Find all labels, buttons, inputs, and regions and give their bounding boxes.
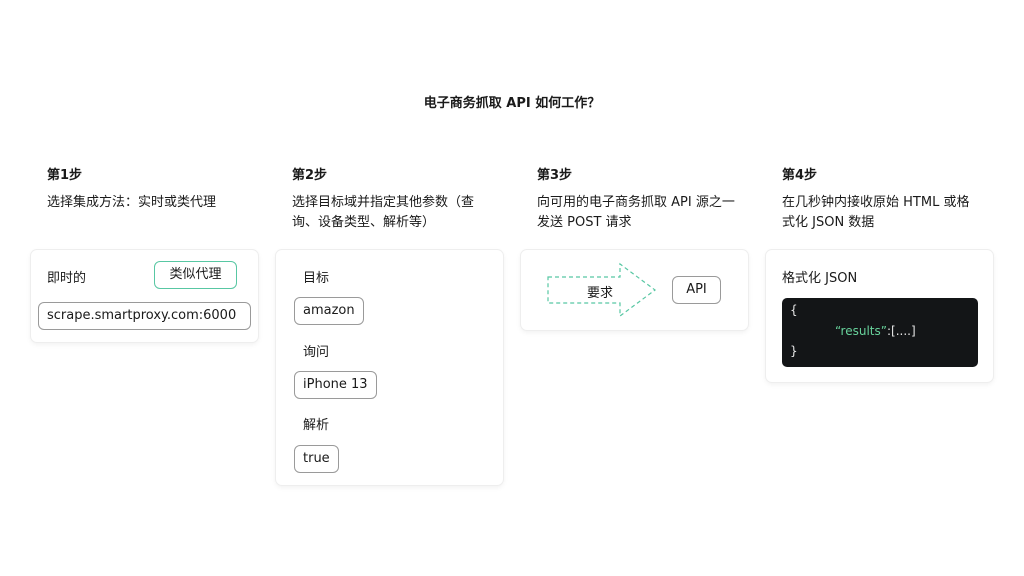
step-4-desc: 在几秒钟内接收原始 HTML 或格式化 JSON 数据 xyxy=(782,195,970,230)
request-arrow-icon xyxy=(547,262,657,318)
step-2-label: 第2步 xyxy=(292,168,328,183)
query-field[interactable]: iPhone 13 xyxy=(294,371,377,399)
parse-label: 解析 xyxy=(303,418,330,433)
step-1-label: 第1步 xyxy=(47,168,83,183)
code-results-key: “results” xyxy=(835,324,887,338)
step-1-desc: 选择集成方法：实时或类代理 xyxy=(47,195,217,210)
integration-card: 即时的 类似代理 scrape.smartproxy.com:6000 xyxy=(31,250,258,342)
target-label: 目标 xyxy=(303,271,330,286)
proxy-like-option[interactable]: 类似代理 xyxy=(154,261,237,289)
step-3-desc: 向可用的电子商务抓取 API 源之一发送 POST 请求 xyxy=(537,195,735,230)
code-results-value: :[....] xyxy=(886,324,916,338)
page-title: 电子商务抓取 API 如何工作？ xyxy=(423,96,601,111)
realtime-option[interactable]: 即时的 xyxy=(47,271,87,286)
request-card: 要求 API xyxy=(521,250,748,330)
step-4-label: 第4步 xyxy=(782,168,818,183)
parameters-card: 目标 amazon 询问 iPhone 13 解析 true xyxy=(276,250,503,485)
query-label: 询问 xyxy=(303,345,330,360)
code-close-brace: } xyxy=(790,344,798,358)
api-box: API xyxy=(672,276,721,304)
request-label: 要求 xyxy=(587,286,614,301)
code-results-line: “results”:[....] xyxy=(835,324,916,338)
parse-field[interactable]: true xyxy=(294,445,339,473)
code-open-brace: { xyxy=(790,303,798,317)
format-label: 格式化 JSON xyxy=(782,271,858,286)
target-field[interactable]: amazon xyxy=(294,297,364,325)
endpoint-field[interactable]: scrape.smartproxy.com:6000 xyxy=(38,302,251,330)
json-code-block: { “results”:[....] } xyxy=(782,298,978,367)
step-3-label: 第3步 xyxy=(537,168,573,183)
step-2-desc: 选择目标域并指定其他参数（查询、设备类型、解析等） xyxy=(292,195,475,230)
response-card: 格式化 JSON { “results”:[....] } xyxy=(766,250,993,382)
